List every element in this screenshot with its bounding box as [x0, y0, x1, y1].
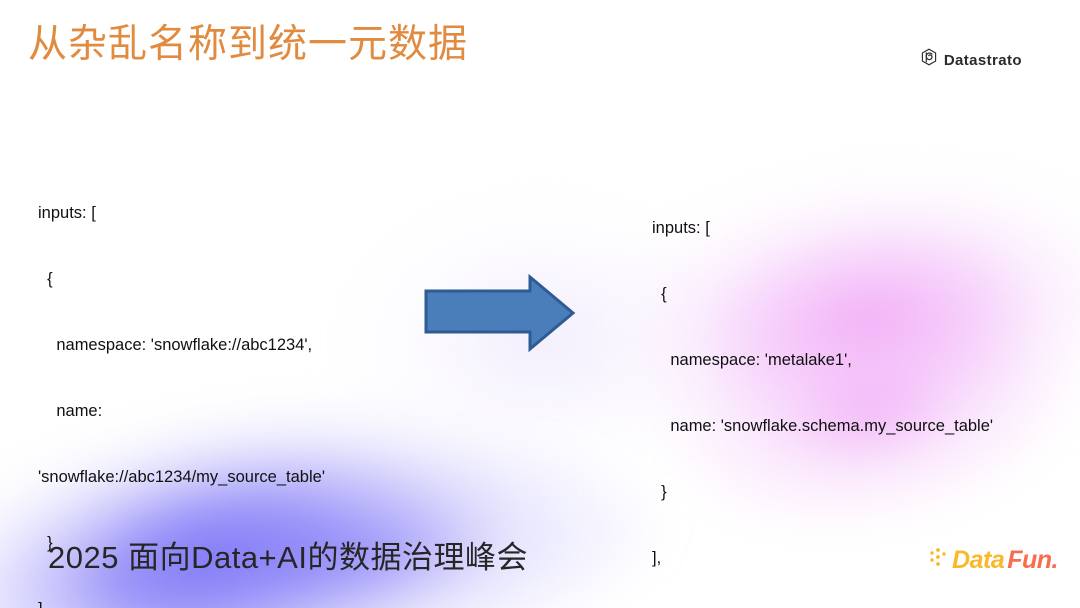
- datafun-wordmark-fun: Fun.: [1007, 546, 1058, 574]
- footer-conference-title: 2025 面向Data+AI的数据治理峰会: [48, 540, 528, 575]
- code-line: namespace: 'metalake1',: [652, 351, 852, 369]
- right-arrow-icon: [424, 273, 576, 357]
- code-line: inputs: [: [38, 204, 96, 222]
- code-line: name:: [38, 402, 103, 420]
- code-line: 'snowflake://abc1234/my_source_table': [38, 468, 325, 486]
- code-line: ],: [38, 598, 325, 608]
- code-line: }: [652, 483, 667, 501]
- datafun-dots-icon: [929, 547, 949, 574]
- datafun-wordmark-data: Data: [952, 546, 1005, 574]
- datastrato-wordmark: Datastrato: [943, 51, 1022, 69]
- code-line: {: [652, 285, 667, 303]
- code-line: {: [38, 270, 53, 288]
- datafun-logo: Data Fun.: [929, 546, 1058, 575]
- code-line: name: 'snowflake.schema.my_source_table': [652, 417, 994, 435]
- datastrato-spiral-icon: [920, 48, 938, 72]
- datastrato-logo: Datastrato: [920, 48, 1022, 72]
- code-block-after: inputs: [ { namespace: 'metalake1', name…: [652, 173, 993, 608]
- code-line: inputs: [: [652, 219, 710, 237]
- page-title: 从杂乱名称到统一元数据: [28, 23, 469, 66]
- code-line: namespace: 'snowflake://abc1234',: [38, 336, 313, 354]
